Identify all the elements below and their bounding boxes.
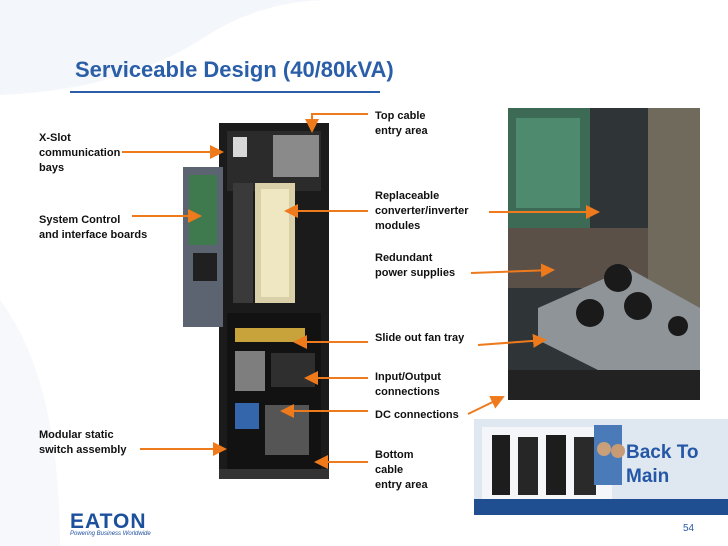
label-power-supplies: Redundant power supplies bbox=[375, 252, 456, 279]
back-to-main-button[interactable] bbox=[474, 419, 728, 515]
label-converter-modules: Replaceable converter/inverter modules bbox=[375, 190, 469, 232]
slide-title: Serviceable Design (40/80kVA) bbox=[75, 57, 394, 82]
title-underline bbox=[70, 91, 380, 93]
page-number: 54 bbox=[683, 523, 695, 534]
logo-tagline: Powering Business Worldwide bbox=[70, 531, 151, 537]
eaton-logo: EATON Powering Business Worldwide bbox=[70, 510, 151, 537]
label-system-control-boards: System Control and interface boards bbox=[39, 214, 148, 241]
label-xslot-bays: X-Slot communication bays bbox=[39, 132, 121, 174]
logo-wordmark: EATON bbox=[70, 510, 147, 533]
label-bottom-cable-entry: Bottom cable entry area bbox=[375, 449, 428, 491]
fan-tray-image bbox=[508, 108, 700, 400]
label-io-connections: Input/Output connections bbox=[375, 371, 441, 398]
label-static-switch-assembly: Modular static switch assembly bbox=[39, 429, 127, 456]
label-dc-connections: DC connections bbox=[375, 409, 459, 421]
back-card-graphic bbox=[474, 419, 728, 515]
label-top-cable-entry: Top cable entry area bbox=[375, 110, 428, 137]
label-fan-tray: Slide out fan tray bbox=[375, 332, 465, 344]
ups-cabinet-image bbox=[183, 123, 329, 479]
back-to-main-label[interactable]: Back To Main bbox=[626, 442, 699, 487]
